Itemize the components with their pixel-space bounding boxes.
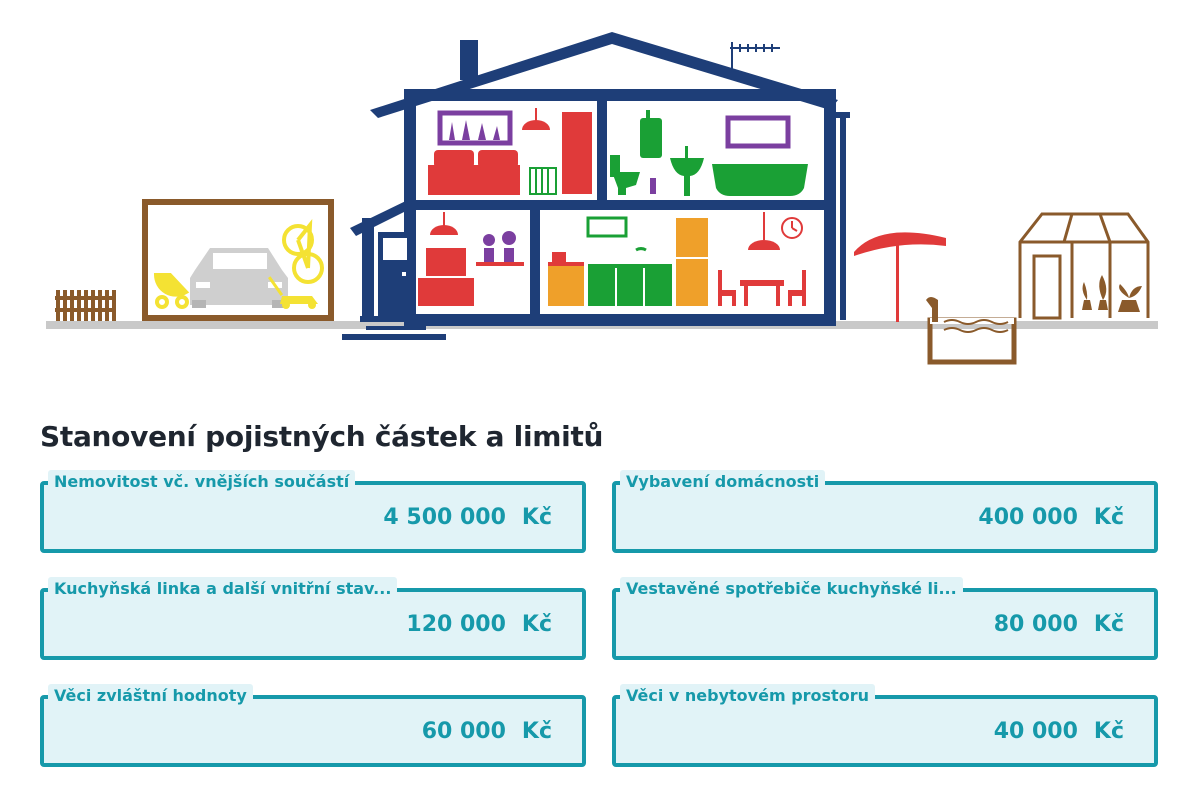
field-label: Věci v nebytovém prostoru <box>620 684 875 708</box>
tv-icon <box>418 248 474 306</box>
garage-icon <box>142 199 334 321</box>
amount: 40 000 <box>993 719 1078 744</box>
currency-unit: Kč <box>1093 612 1124 637</box>
boiler-icon <box>640 110 662 158</box>
kitchen-icon <box>548 216 672 306</box>
bathtub-icon <box>712 164 808 196</box>
house-illustration <box>46 32 1158 365</box>
field-label: Věci zvláštní hodnoty <box>48 684 253 708</box>
field-label: Vestavěné spotřebiče kuchyňské li... <box>620 577 963 601</box>
field-vestavene-spotrebice[interactable]: Vestavěné spotřebiče kuchyňské li... 80 … <box>612 577 1158 660</box>
amount: 60 000 <box>421 719 506 744</box>
section-title: Stanovení pojistných částek a limitů <box>40 420 604 453</box>
bed-icon <box>428 150 520 195</box>
car-icon <box>190 248 288 308</box>
currency-unit: Kč <box>1093 719 1124 744</box>
lamp-icon <box>522 108 550 130</box>
field-label: Nemovitost vč. vnějších součástí <box>48 470 356 494</box>
field-value[interactable]: 120 000 Kč <box>406 612 552 637</box>
amount: 400 000 <box>978 505 1078 530</box>
radiator-icon <box>529 167 557 195</box>
pram-icon <box>153 273 190 309</box>
wardrobe-icon <box>562 112 592 194</box>
field-value[interactable]: 80 000 Kč <box>994 612 1124 637</box>
amount: 80 000 <box>993 612 1078 637</box>
umbrella-icon <box>854 232 946 322</box>
lawnmower-icon <box>267 276 318 309</box>
greenhouse-icon <box>1018 212 1150 320</box>
field-veci-zvlastni-hodnoty[interactable]: Věci zvláštní hodnoty 60 000 Kč <box>40 684 586 767</box>
toilet-brush-icon <box>650 178 656 194</box>
field-value[interactable]: 4 500 000 Kč <box>383 505 552 530</box>
amount: 4 500 000 <box>383 505 506 530</box>
field-nemovitost[interactable]: Nemovitost vč. vnějších součástí 4 500 0… <box>40 470 586 553</box>
antenna-icon <box>730 42 780 70</box>
sink-icon <box>670 146 704 196</box>
field-vybaveni-domacnosti[interactable]: Vybavení domácnosti 400 000 Kč <box>612 470 1158 553</box>
field-value[interactable]: 40 000 Kč <box>994 719 1124 744</box>
pool-icon <box>926 297 1017 365</box>
toilet-icon <box>610 155 640 195</box>
currency-unit: Kč <box>521 505 552 530</box>
fridge-icon <box>676 218 708 306</box>
amount: 120 000 <box>406 612 506 637</box>
field-value[interactable]: 400 000 Kč <box>978 505 1124 530</box>
field-label: Kuchyňská linka a další vnitřní stav... <box>48 577 398 601</box>
currency-unit: Kč <box>521 719 552 744</box>
picture-frame-icon <box>437 110 513 146</box>
ceiling-lamp-icon <box>430 212 458 235</box>
bicycle-icon <box>282 218 324 284</box>
plants-icon <box>1082 275 1142 312</box>
door-icon <box>378 232 412 316</box>
house-icon <box>342 32 850 340</box>
field-value[interactable]: 60 000 Kč <box>422 719 552 744</box>
mirror-icon <box>725 115 791 149</box>
currency-unit: Kč <box>521 612 552 637</box>
clock-icon <box>781 217 803 239</box>
fence-icon <box>55 290 116 321</box>
currency-unit: Kč <box>1093 505 1124 530</box>
field-kuchynska-linka[interactable]: Kuchyňská linka a další vnitřní stav... … <box>40 577 586 660</box>
dining-lamp-icon <box>748 212 780 250</box>
field-label: Vybavení domácnosti <box>620 470 826 494</box>
dining-table-icon <box>718 270 806 306</box>
flowers-icon <box>476 231 524 266</box>
field-veci-v-nebytovem-prostoru[interactable]: Věci v nebytovém prostoru 40 000 Kč <box>612 684 1158 767</box>
